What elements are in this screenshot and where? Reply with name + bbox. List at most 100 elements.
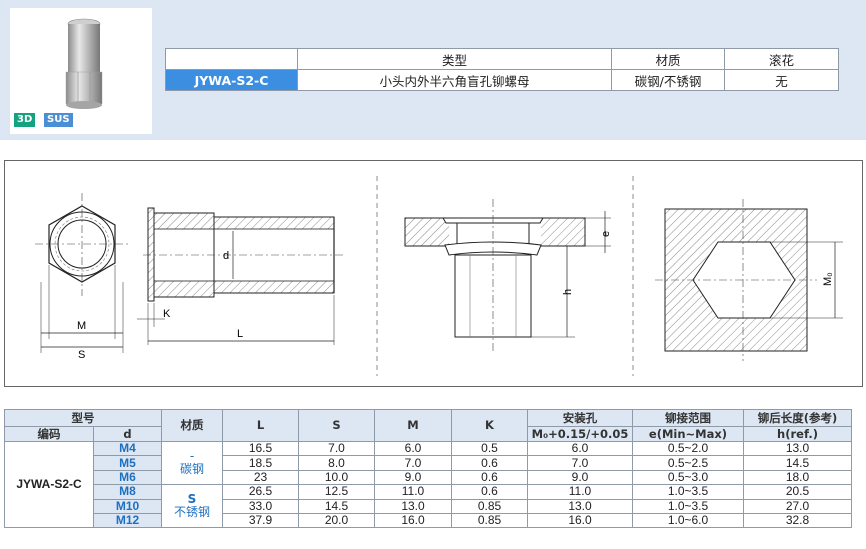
cell-hole: 11.0	[527, 484, 633, 500]
cell-m: 6.0	[374, 440, 452, 457]
cell-k: 0.6	[451, 469, 528, 486]
cell-range: 0.5~3.0	[632, 469, 744, 486]
cell-l: 37.9	[222, 512, 299, 529]
material-symbol: S	[187, 492, 197, 507]
d-cell: M10	[93, 498, 162, 514]
table-row: M6 23 10.0 9.0 0.6 9.0 0.5~3.0 18.0	[5, 469, 852, 486]
d-cell: M8	[93, 484, 162, 500]
d-cell: M4	[93, 440, 162, 457]
cell-s: 14.5	[298, 498, 375, 514]
d-cell: M5	[93, 455, 162, 471]
hex-front-view: M S	[35, 193, 129, 361]
label-m0: M₀	[822, 272, 834, 286]
material-name: 不锈钢	[173, 505, 210, 520]
cell-l: 23	[222, 469, 299, 486]
cell-h: 14.5	[743, 455, 852, 471]
info-header-type: 类型	[297, 48, 612, 70]
cell-s: 20.0	[298, 512, 375, 529]
info-material-value: 碳钢/不锈钢	[611, 69, 725, 91]
code-cell: JYWA-S2-C	[4, 440, 94, 529]
table-row: M10 33.0 14.5 13.0 0.85 13.0 1.0~3.5 27.…	[5, 498, 852, 514]
header-hole-sub: M₀+0.15/+0.05	[527, 426, 633, 442]
header-m: M	[374, 409, 452, 442]
sus-badge[interactable]: SUS	[44, 113, 73, 127]
product-info-table: 编码 类型 材质 滚花 JYWA-S2-C 小头内外半六角盲孔铆螺母 碳钢/不锈…	[165, 48, 839, 91]
cell-hole: 16.0	[527, 512, 633, 529]
mounting-hole-view: M₀	[655, 199, 843, 361]
info-code-value: JYWA-S2-C	[165, 69, 298, 91]
label-k: K	[163, 308, 171, 320]
cell-m: 7.0	[374, 455, 452, 471]
cell-k: 0.85	[451, 512, 528, 529]
cell-k: 0.85	[451, 498, 528, 514]
label-l: L	[237, 328, 243, 340]
d-cell: M6	[93, 469, 162, 486]
cell-range: 1.0~6.0	[632, 512, 744, 529]
cell-m: 16.0	[374, 512, 452, 529]
cell-m: 11.0	[374, 484, 452, 500]
cell-k: 0.5	[451, 440, 528, 457]
info-header-material: 材质	[611, 48, 725, 70]
installed-view: e h	[404, 199, 612, 351]
cell-range: 0.5~2.0	[632, 440, 744, 457]
cell-h: 18.0	[743, 469, 852, 486]
cell-m: 13.0	[374, 498, 452, 514]
cell-l: 33.0	[222, 498, 299, 514]
cell-h: 20.5	[743, 484, 852, 500]
header-length: 铆后长度(参考)	[743, 409, 852, 427]
header-model: 型号	[4, 409, 162, 427]
info-knurl-value: 无	[724, 69, 839, 91]
header-range-sub: e(Min~Max)	[632, 426, 744, 442]
cell-s: 8.0	[298, 455, 375, 471]
cell-hole: 9.0	[527, 469, 633, 486]
cell-hole: 7.0	[527, 455, 633, 471]
header-material: 材质	[161, 409, 223, 442]
cell-s: 10.0	[298, 469, 375, 486]
header-range: 铆接范围	[632, 409, 744, 427]
product-thumbnail	[10, 8, 152, 134]
table-row: JYWA-S2-C M4 -碳钢 16.5 7.0 6.0 0.5 6.0 0.…	[4, 440, 852, 529]
header-hole: 安装孔	[527, 409, 633, 427]
cell-h: 13.0	[743, 440, 852, 457]
header-s: S	[298, 409, 375, 442]
material-name: 碳钢	[179, 462, 204, 477]
cell-range: 1.0~3.5	[632, 484, 744, 500]
d-cell: M12	[93, 512, 162, 529]
info-header-code: 编码	[165, 48, 298, 70]
cell-h: 27.0	[743, 498, 852, 514]
cell-h: 32.8	[743, 512, 852, 529]
side-section-view: d K L	[137, 207, 345, 345]
label-e: e	[600, 231, 612, 237]
cell-s: 12.5	[298, 484, 375, 500]
table-row: M5 18.5 8.0 7.0 0.6 7.0 0.5~2.5 14.5	[5, 455, 852, 471]
cell-k: 0.6	[451, 455, 528, 471]
header-k: K	[451, 409, 528, 442]
cell-range: 0.5~2.5	[632, 455, 744, 471]
cell-hole: 13.0	[527, 498, 633, 514]
label-m: M	[77, 320, 86, 332]
cell-hole: 6.0	[527, 440, 633, 457]
table-row: M12 37.9 20.0 16.0 0.85 16.0 1.0~6.0 32.…	[5, 512, 852, 529]
3d-badge[interactable]: 3D	[14, 113, 36, 127]
material-group-carbon: -碳钢	[161, 440, 223, 486]
cell-s: 7.0	[298, 440, 375, 457]
cell-l: 16.5	[222, 440, 299, 457]
cell-l: 18.5	[222, 455, 299, 471]
header-length-sub: h(ref.)	[743, 426, 852, 442]
material-symbol: -	[189, 449, 195, 464]
label-h: h	[562, 289, 574, 295]
header-code: 编码	[4, 426, 94, 442]
label-d: d	[223, 250, 229, 262]
info-header-knurl: 滚花	[724, 48, 839, 70]
cell-l: 26.5	[222, 484, 299, 500]
info-type-value: 小头内外半六角盲孔铆螺母	[297, 69, 612, 91]
cell-range: 1.0~3.5	[632, 498, 744, 514]
header-d: d	[93, 426, 162, 442]
technical-drawing: M S d K L	[4, 160, 863, 387]
cell-k: 0.6	[451, 484, 528, 500]
rivet-nut-3d-image	[65, 18, 103, 109]
cell-m: 9.0	[374, 469, 452, 486]
label-s: S	[78, 349, 85, 361]
